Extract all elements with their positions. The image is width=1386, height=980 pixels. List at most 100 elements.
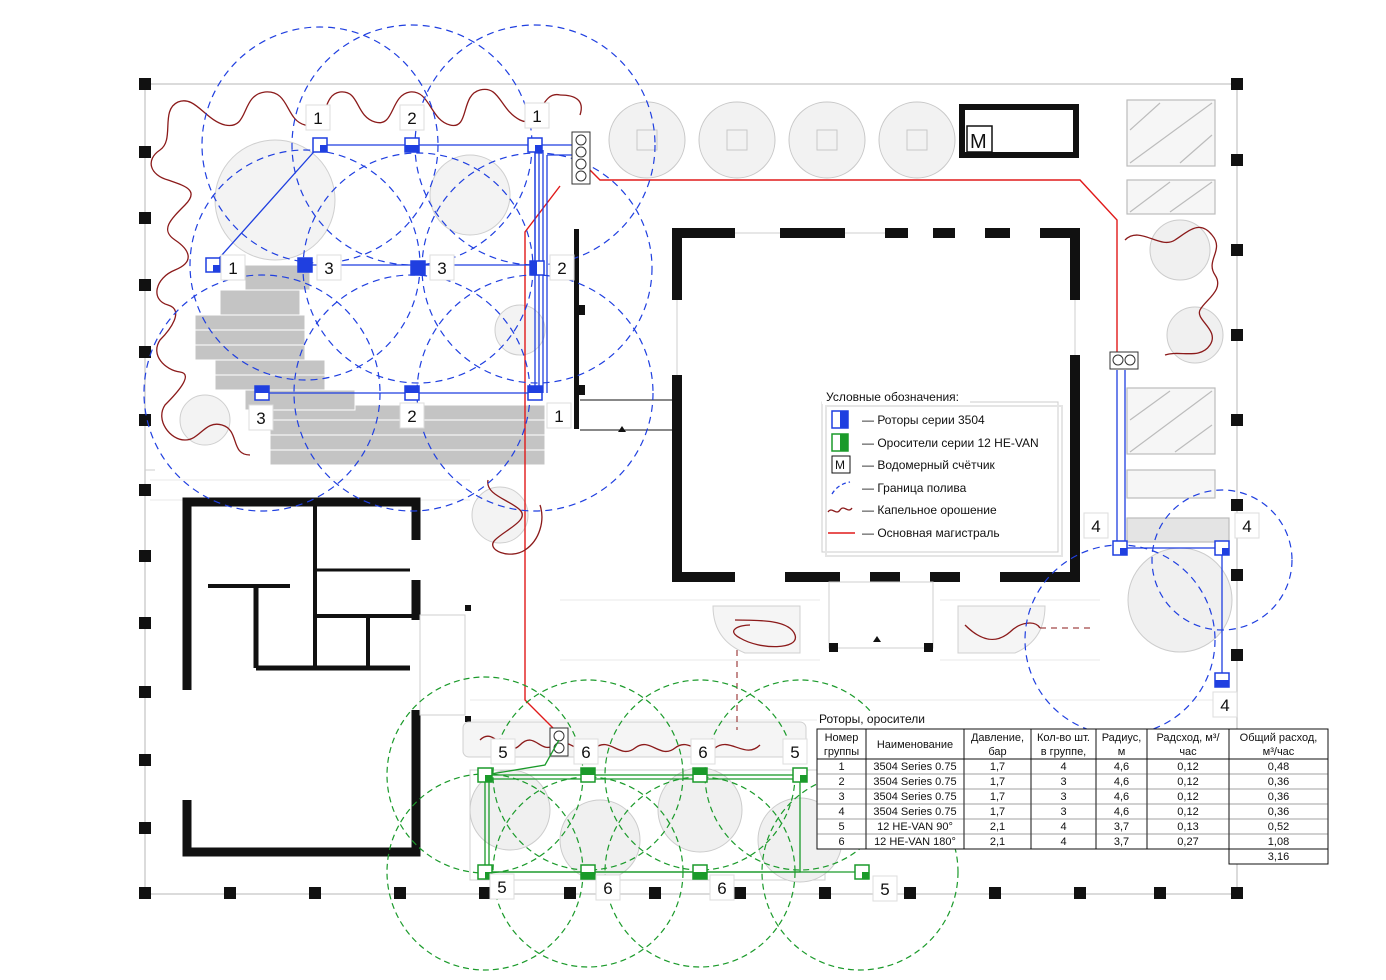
table-cell: 0,12 [1177,776,1198,788]
fence-post [139,887,151,899]
table-title: Роторы, оросители [819,712,925,726]
zone-label: 3 [248,404,274,431]
table-cell: 0,52 [1268,821,1289,833]
irrigation-heads [205,137,1230,880]
fence-post [394,887,406,899]
zone-label: 6 [709,874,735,901]
table-cell: 0,12 [1177,806,1198,818]
zone-label: 4 [1083,512,1109,539]
zone-number: 2 [407,407,416,426]
table-cell: 1,08 [1268,836,1289,848]
fence-post [139,212,151,224]
table-header: Кол-во шт. [1037,732,1090,744]
fence-post [1231,78,1243,90]
fence-post [904,887,916,899]
fence-post [139,414,151,426]
fence-post [1231,154,1243,166]
table-cell: 0,36 [1268,776,1289,788]
table-header: бар [988,746,1006,758]
table-cell: 2 [838,776,844,788]
fence-post [139,754,151,766]
legend-label-meter: — Водомерный счётчик [862,458,996,472]
table-cell: 1,7 [990,776,1005,788]
table-cell: 3504 Series 0.75 [873,791,956,803]
legend-water-meter-icon: M [831,455,851,474]
fence-post [1231,569,1243,581]
drip-feed-lines [736,627,1090,730]
zone-number: 5 [880,880,889,899]
table-cell: 3504 Series 0.75 [873,776,956,788]
fence-post [1231,244,1243,256]
table-cell: 4 [1060,836,1066,848]
fence-post [1154,887,1166,899]
table-cell: 0,48 [1268,761,1289,773]
zone-number: 2 [557,259,566,278]
zone-number: 4 [1091,517,1100,536]
zone-label: 2 [399,402,425,429]
fence-post [1231,414,1243,426]
sprinkler-head [580,767,596,783]
zone-number: 2 [407,109,416,128]
table-cell: 3,7 [1114,821,1129,833]
table-cell: 1 [838,761,844,773]
zone-number: 1 [554,407,563,426]
fence-post [139,279,151,291]
zone-label: 2 [549,254,575,281]
table-cell: 3504 Series 0.75 [873,761,956,773]
sprinkler-head [477,767,493,783]
table-cell: 4 [1060,761,1066,773]
sprinkler-head [580,864,596,880]
zone-number: 5 [790,743,799,762]
table-cell: 4,6 [1114,806,1129,818]
guest-house [182,497,421,857]
zone-label: 5 [489,873,515,900]
table-cell: 0,13 [1177,821,1198,833]
table-cell: 1,7 [990,791,1005,803]
table-cell: 12 HE-VAN 90° [877,821,953,833]
table-cell: 3 [1060,806,1066,818]
rotor-head [404,385,420,401]
legend-title: Условные обозначения: [826,390,959,404]
table-cell: 2,1 [990,836,1005,848]
rotor-head [205,257,221,273]
zone-number: 5 [498,743,507,762]
paving [194,264,546,466]
table-cell: 5 [838,821,844,833]
table-cell: 1,7 [990,761,1005,773]
fence-post [1231,649,1243,661]
terrace-post [465,716,471,722]
table-cell: 0,27 [1177,836,1198,848]
fence-post [819,887,831,899]
zone-number: 5 [497,878,506,897]
raised-beds [1126,99,1230,543]
zone-label: 6 [595,874,621,901]
table-header: Наименование [877,739,953,751]
zone-number: 1 [228,259,237,278]
legend-label-rotor: — Роторы серии 3504 [862,413,985,427]
rotor-head [1214,672,1230,688]
rotor-head [254,385,270,401]
zone-number: 4 [1242,517,1251,536]
legend-rotor-icon [831,410,849,429]
zone-number: 3 [256,409,265,428]
rotor-head [1112,540,1128,556]
terrace-post [465,605,471,611]
fence-post [989,887,1001,899]
paving-joints [195,329,545,451]
sprinkler-head [477,864,493,880]
flower-beds [462,605,1046,881]
table-cell: 4,6 [1114,761,1129,773]
table-header: м³/час [1263,746,1295,758]
zone-label: 3 [316,254,342,281]
zone-label: 1 [220,254,246,281]
table-header: Общий расход, [1240,732,1318,744]
fence-post [479,887,491,899]
zone-number: 6 [717,879,726,898]
table-cell: 1,7 [990,806,1005,818]
ground-texture [150,479,1230,721]
fence-post [1231,887,1243,899]
zone-label: 6 [690,738,716,765]
legend-label-drip: — Капельное орошение [862,503,997,517]
table-total: 3,16 [1268,851,1289,863]
